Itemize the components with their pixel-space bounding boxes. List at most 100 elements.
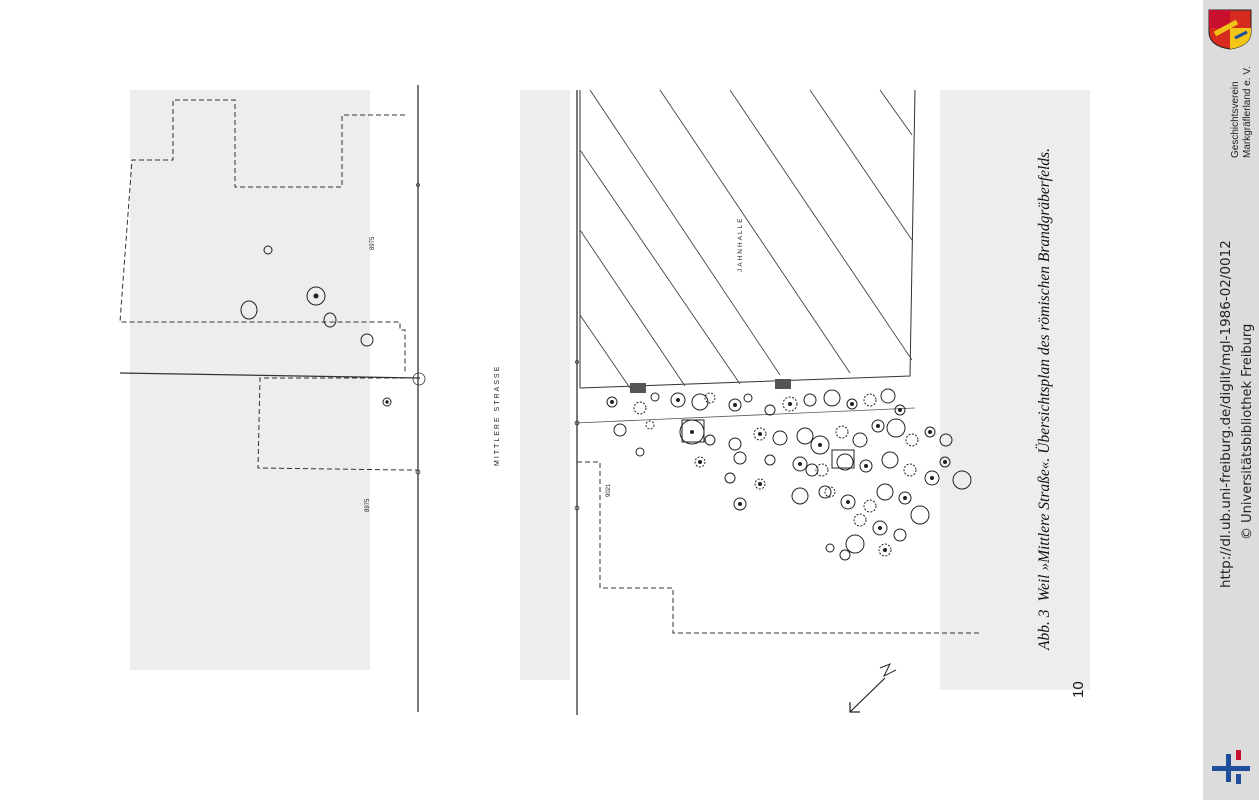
grave-feature: [880, 388, 896, 404]
parcel-label: 8975: [365, 498, 371, 512]
grave-feature: [852, 432, 868, 448]
grave-center-dot: [733, 403, 737, 407]
building-label: JAHNHALLE: [737, 216, 744, 272]
grave-feature: [724, 472, 736, 484]
grave-feature: [772, 430, 788, 446]
parcel-label: 9021: [606, 483, 612, 497]
grave-feature: [791, 487, 809, 505]
grave-feature: [810, 435, 830, 455]
grave-center-dot: [818, 443, 822, 447]
grave-feature: [694, 456, 706, 468]
grave-feature: [876, 483, 894, 501]
street-label: MITTLERE STRASSE: [494, 364, 501, 466]
grave-feature: [952, 470, 972, 490]
grave-feature: [613, 423, 627, 437]
grave-center-dot: [758, 432, 762, 436]
grave-feature: [633, 401, 647, 415]
source-url-link[interactable]: http://dl.ub.uni-freiburg.de/diglit/mgl-…: [1218, 240, 1234, 588]
grave-center-dot: [846, 500, 850, 504]
grave-feature: [764, 454, 776, 466]
grave-feature: [859, 459, 873, 473]
grave-feature: [691, 393, 709, 411]
page-number: 10: [1070, 681, 1087, 698]
ub-freiburg-logo-icon: [1212, 750, 1250, 784]
grave-feature: [853, 513, 867, 527]
grave-feature: [803, 393, 817, 407]
figure-caption: Abb. 3 Weil »Mittlere Straße«. Übersichts…: [1036, 148, 1054, 650]
grave-feature: [825, 543, 835, 553]
grave-center-dot: [798, 462, 802, 466]
grave-feature: [681, 419, 705, 443]
grave-center-dot: [898, 408, 902, 412]
parcel-label: 8975: [370, 236, 376, 250]
grave-feature: [645, 420, 655, 430]
grave-feature: [650, 392, 660, 402]
grave-center-dot: [864, 464, 868, 468]
grave-feature: [733, 497, 747, 511]
grave-feature: [835, 425, 849, 439]
grave-feature: [606, 396, 618, 408]
grave-center-dot: [878, 526, 882, 530]
grave-feature: [924, 426, 936, 438]
grave-center-dot: [788, 402, 792, 406]
caption-label: Abb. 3: [1036, 609, 1053, 650]
grave-feature: [910, 505, 930, 525]
grave-feature: [893, 528, 907, 542]
grave-feature: [670, 392, 686, 408]
grave-feature: [831, 449, 855, 469]
grave-center-dot: [876, 424, 880, 428]
scanned-page: Abb. 3 Weil »Mittlere Straße«. Übersichts…: [119, 85, 1090, 715]
grave-feature: [905, 433, 919, 447]
grave-feature: [878, 543, 892, 557]
grave-feature: [805, 463, 819, 477]
grave-feature: [903, 463, 917, 477]
grave-center-dot: [883, 548, 887, 552]
grave-center-dot: [610, 400, 614, 404]
grave-feature: [839, 549, 851, 561]
grave-center-dot: [690, 430, 694, 434]
grave-feature: [704, 434, 716, 446]
grave-feature: [818, 485, 832, 499]
grave-feature: [863, 499, 877, 513]
grave-feature: [824, 486, 836, 498]
grave-center-dot: [928, 430, 932, 434]
grave-feature: [743, 393, 753, 403]
grave-feature: [704, 392, 716, 404]
grave-feature: [846, 398, 858, 410]
grave-feature: [823, 389, 841, 407]
library-credit: © Universitätsbibliothek Freiburg: [1240, 323, 1255, 540]
grave-center-dot: [930, 476, 934, 480]
grave-feature: [792, 456, 808, 472]
sidebar: [1203, 0, 1259, 800]
grave-feature: [881, 451, 899, 469]
grave-feature: [886, 418, 906, 438]
caption-text: Weil »Mittlere Straße«. Übersichtsplan d…: [1036, 148, 1053, 602]
grave-feature: [815, 463, 829, 477]
grave-center-dot: [676, 398, 680, 402]
grave-center-dot: [850, 402, 854, 406]
grave-center-dot: [758, 482, 762, 486]
grave-feature: [840, 494, 856, 510]
grave-feature: [764, 404, 776, 416]
grave-feature: [924, 470, 940, 486]
grave-center-dot: [943, 460, 947, 464]
grave-feature: [753, 427, 767, 441]
grave-feature: [635, 447, 645, 457]
grave-feature: [939, 433, 953, 447]
grave-feature: [863, 393, 877, 407]
grave-feature: [754, 478, 766, 490]
grave-feature: [898, 491, 912, 505]
grave-center-dot: [738, 502, 742, 506]
grave-center-dot: [698, 460, 702, 464]
grave-feature: [871, 419, 885, 433]
grave-feature: [939, 456, 951, 468]
grave-feature: [782, 396, 798, 412]
grave-feature: [894, 404, 906, 416]
association-name-line1: Geschichtsverein: [1230, 81, 1241, 158]
association-name-line2: Markgräflerland e. V.: [1242, 66, 1253, 158]
grave-feature: [728, 437, 742, 451]
grave-feature: [728, 398, 742, 412]
grave-feature: [845, 534, 865, 554]
grave-center-dot: [903, 496, 907, 500]
site-plan: [119, 85, 1090, 715]
